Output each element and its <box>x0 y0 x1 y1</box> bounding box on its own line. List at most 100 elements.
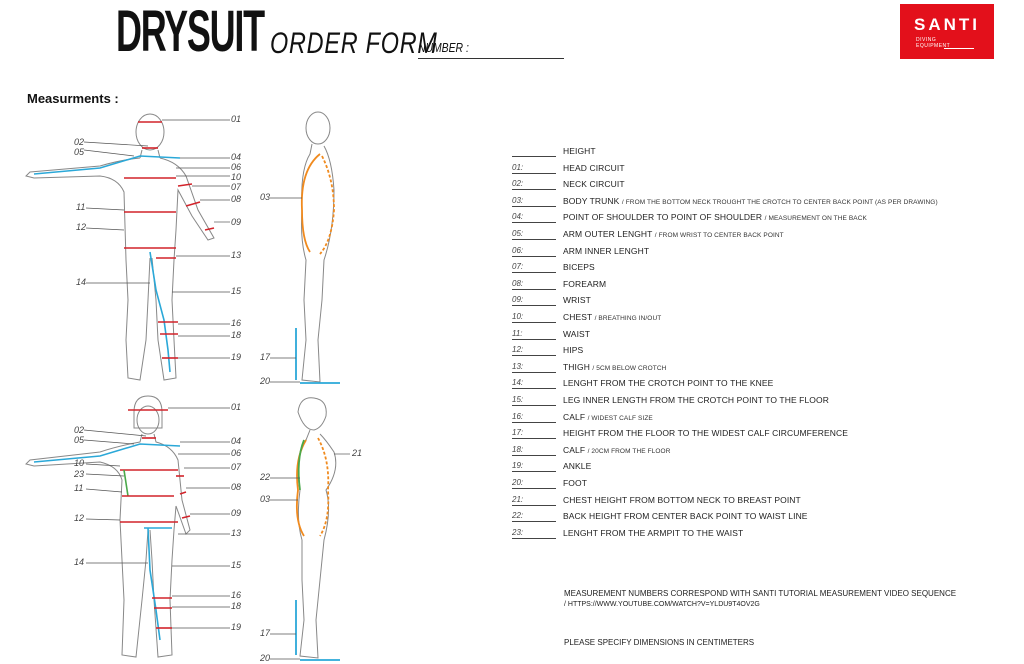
measurement-name: THIGH <box>563 361 590 372</box>
diagram-num: 18 <box>231 330 241 340</box>
measurement-label: ARM OUTER LENGHT / FROM WRIST TO CENTER … <box>563 229 784 239</box>
measurement-label: CHEST / BREATHING IN/OUT <box>563 312 661 322</box>
measurement-value-field[interactable]: 13: <box>512 361 556 373</box>
logo-underline <box>944 48 974 49</box>
measurement-value-field[interactable]: 02: <box>512 178 556 191</box>
measurement-value-field[interactable]: 19: <box>512 460 556 473</box>
diagram-num: 13 <box>231 250 241 260</box>
diagram-num: 05 <box>74 435 85 445</box>
diagram-num: 09 <box>231 217 241 227</box>
measurement-value-field[interactable]: 05: <box>512 228 556 240</box>
diagram-num: 16 <box>231 590 241 600</box>
measurement-name: WRIST <box>563 295 591 306</box>
measurement-value-field[interactable]: 03: <box>512 195 556 207</box>
measurement-row: 14: LENGHT FROM THE CROTCH POINT TO THE K… <box>512 377 1012 391</box>
diagram-num: 11 <box>76 202 85 212</box>
diagram-num: 05 <box>74 147 85 157</box>
measurement-row: 01:HEAD CIRCUIT <box>512 162 1012 176</box>
measurement-value-field[interactable]: 16: <box>512 411 556 423</box>
measurement-row: 17: HEIGHT FROM THE FLOOR TO THE WIDEST C… <box>512 427 1012 441</box>
measurement-name: CALF <box>563 444 586 455</box>
measurement-value-field[interactable]: 17: <box>512 427 556 440</box>
measurement-value-field[interactable]: 08: <box>512 278 556 290</box>
measurement-value-field[interactable]: 23: <box>512 527 556 539</box>
measurement-row: 20:FOOT <box>512 477 1012 491</box>
measurement-note: / FROM WRIST TO CENTER BACK POINT <box>654 232 784 239</box>
diagram-num: 14 <box>74 557 84 567</box>
measurement-label: NECK CIRCUIT <box>563 179 625 189</box>
measurement-value-field[interactable]: 15: <box>512 394 556 406</box>
diagram-num: 19 <box>231 622 241 632</box>
measurement-value-field[interactable]: 09: <box>512 294 556 307</box>
measurement-value-field[interactable]: 21: <box>512 494 556 506</box>
side-female-numbers: 21 22 03 17 20 <box>259 448 362 663</box>
diagram-num: 20 <box>259 376 270 386</box>
side-female-measure-lines <box>295 437 340 661</box>
diagram-num: 09 <box>231 508 241 518</box>
measurement-name: CALF <box>563 411 586 422</box>
side-male-measure-lines <box>295 153 340 384</box>
measurement-label: WRIST <box>563 295 591 305</box>
measurement-label: BICEPS <box>563 262 595 272</box>
diagram-num: 20 <box>259 653 270 663</box>
measurement-row: 04:POINT OF SHOULDER TO POINT OF SHOULDE… <box>512 211 1012 225</box>
measurement-name: HEIGHT <box>563 146 596 156</box>
diagram-num: 11 <box>74 483 83 493</box>
measurement-label: HEIGHT <box>563 146 596 156</box>
measurement-name: ARM OUTER LENGHT <box>563 229 653 239</box>
measurement-row: 21:CHEST HEIGHT FROM BOTTOM NECK TO BREA… <box>512 494 1012 508</box>
front-male-leaders <box>83 119 230 359</box>
measurement-label: FOREARM <box>563 279 606 289</box>
measurement-name: FOREARM <box>563 278 607 289</box>
measurement-value-field[interactable]: 20: <box>512 477 556 489</box>
measurement-row: 15:LEG INNER LENGTH FROM THE CROTCH POIN… <box>512 394 1012 408</box>
side-female-figure <box>297 397 337 659</box>
measurement-value-field[interactable]: 12: <box>512 344 556 357</box>
measurement-label: THIGH / 5CM BELOW CROTCH <box>563 362 666 372</box>
front-male-measure-lines <box>33 121 215 373</box>
diagram-num: 12 <box>76 222 86 232</box>
diagram-num: 18 <box>231 601 241 611</box>
measurement-row: 22: BACK HEIGHT FROM CENTER BACK POINT TO… <box>512 510 1012 524</box>
measurement-note: / 5CM BELOW CROTCH <box>592 364 667 372</box>
measurement-label: HIPS <box>563 345 583 355</box>
diagram-num: 13 <box>231 528 241 538</box>
measurement-row: 11: WAIST <box>512 328 1012 342</box>
diagram-num: 01 <box>231 402 241 412</box>
front-male-figure <box>25 113 215 381</box>
form-subtitle: ORDER FORM <box>270 27 438 60</box>
front-female-numbers: 01 02 05 04 06 10 23 07 11 08 12 09 13 1… <box>73 402 242 632</box>
measurement-label: LENGHT FROM THE ARMPIT TO THE WAIST <box>563 528 743 538</box>
measurement-value-field[interactable]: 06: <box>512 245 556 257</box>
measurement-value-field[interactable]: 22: <box>512 510 556 523</box>
measurement-value-field[interactable] <box>512 145 556 157</box>
measurement-value-field[interactable]: 18: <box>512 444 556 456</box>
measurement-value-field[interactable]: 14: <box>512 377 556 390</box>
logo-tagline-line1: DIVING <box>916 37 937 43</box>
diagram-num: 04 <box>231 152 241 162</box>
measurement-label: LENGHT FROM THE CROTCH POINT TO THE KNEE <box>563 378 773 388</box>
measurement-note: / BREATHING IN/OUT <box>594 315 662 322</box>
logo-name: SANTI <box>914 15 980 34</box>
measurement-name: ANKLE <box>563 461 592 472</box>
front-female-leaders <box>83 407 230 629</box>
measurement-name: BACK HEIGHT FROM CENTER BACK POINT TO WA… <box>563 511 808 522</box>
measurement-value-field[interactable]: 01: <box>512 162 556 174</box>
measurement-note: / WIDEST CALF SIZE <box>587 414 653 422</box>
measurement-value-field[interactable]: 04: <box>512 211 556 224</box>
measurement-name: LENGHT FROM THE ARMPIT TO THE WAIST <box>563 527 744 538</box>
measurement-value-field[interactable]: 10: <box>512 311 556 323</box>
tutorial-link[interactable]: / HTTPS://WWW.YOUTUBE.COM/WATCH?V=YLDU9T… <box>564 601 760 608</box>
diagram-num: 17 <box>260 352 271 362</box>
order-number-field[interactable] <box>418 58 564 59</box>
measurement-value-field[interactable]: 11: <box>512 328 556 340</box>
diagram-num: 03 <box>260 192 270 202</box>
measurement-value-field[interactable]: 07: <box>512 261 556 274</box>
measurement-label: HEIGHT FROM THE FLOOR TO THE WIDEST CALF… <box>563 428 848 438</box>
measurement-name: LENGHT FROM THE CROTCH POINT TO THE KNEE <box>563 378 774 389</box>
diagram-num: 01 <box>231 114 241 124</box>
form-title: DRYSUIT <box>116 0 265 64</box>
measurement-name: WAIST <box>563 328 591 339</box>
diagram-num: 07 <box>231 462 242 472</box>
front-male-numbers: 01 02 05 04 06 10 07 08 11 09 12 13 14 1… <box>74 114 242 362</box>
